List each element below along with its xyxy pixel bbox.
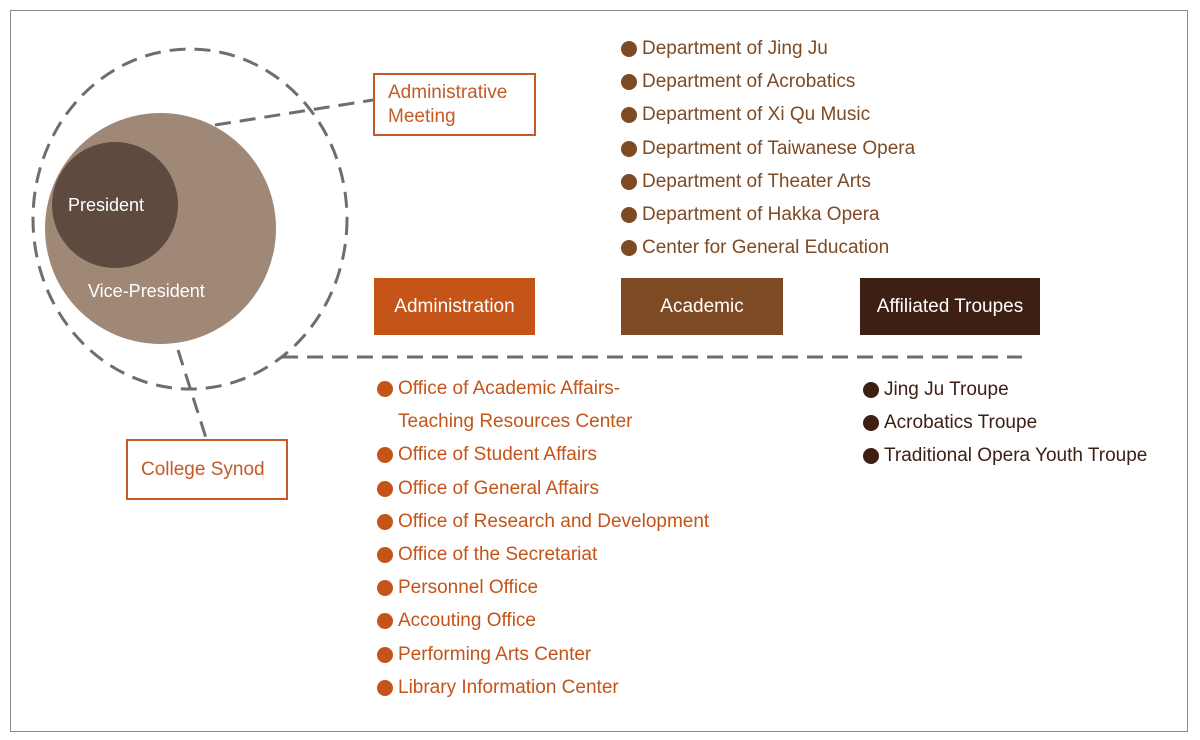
bullet-icon	[621, 140, 637, 157]
president-label: President	[68, 195, 145, 215]
list-item-label: Office of Research and Development	[398, 510, 710, 532]
bullet-icon	[377, 447, 393, 464]
list-item: Center for General Education	[621, 231, 915, 264]
list-item: Office of Research and Development	[377, 505, 709, 538]
bullet-icon	[621, 207, 637, 224]
list-item: Acrobatics Troupe	[863, 406, 1147, 439]
bullet-icon	[863, 415, 879, 432]
vice-president-label: Vice-President	[88, 281, 205, 301]
list-item-label: Traditional Opera Youth Troupe	[884, 445, 1148, 467]
bullet-icon	[377, 513, 393, 530]
bullet-icon	[863, 382, 879, 398]
list-item-label: Office of the Secretariat	[398, 544, 598, 566]
list-item: Office of the Secretariat	[377, 538, 709, 571]
academic-units-list: Department of Jing Ju Department of Acro…	[621, 32, 915, 264]
bullet-icon	[377, 679, 393, 696]
list-item: Department of Taiwanese Opera	[621, 132, 915, 165]
administration-units-list: Office of Academic Affairs- Teaching Res…	[377, 372, 709, 704]
list-item: Jing Ju Troupe	[863, 373, 1147, 406]
list-item: Department of Hakka Opera	[621, 198, 915, 231]
list-item-label: Performing Arts Center	[398, 643, 592, 665]
list-item: Office of Student Affairs	[377, 438, 709, 471]
academic-category: Academic	[621, 278, 783, 335]
list-item-label: Office of General Affairs	[398, 477, 600, 499]
list-item-label: Department of Acrobatics	[642, 71, 856, 93]
bullet-icon	[377, 547, 393, 564]
list-item: Performing Arts Center	[377, 638, 709, 671]
list-item-label: Accouting Office	[398, 610, 537, 632]
list-item: Personnel Office	[377, 571, 709, 604]
bullet-icon	[621, 107, 637, 124]
list-item: Traditional Opera Youth Troupe	[863, 439, 1147, 472]
list-item-label: Acrobatics Troupe	[884, 412, 1038, 434]
list-item-label: Office of Student Affairs	[398, 444, 597, 466]
list-item: Department of Xi Qu Music	[621, 98, 915, 131]
president-circle	[52, 142, 178, 268]
bullet-icon	[863, 448, 879, 465]
bullet-icon	[377, 646, 393, 663]
list-item: Accouting Office	[377, 604, 709, 637]
list-item-label: Personnel Office	[398, 577, 539, 599]
bullet-icon	[621, 74, 637, 91]
list-item-continuation: Teaching Resources Center	[377, 405, 709, 438]
list-item: Library Information Center	[377, 671, 709, 704]
bullet-icon	[621, 240, 637, 257]
administration-category: Administration	[374, 278, 535, 335]
troupes-list: Jing Ju Troupe Acrobatics Troupe Traditi…	[863, 373, 1147, 473]
list-item-label: Teaching Resources Center	[398, 411, 633, 433]
list-item-label: Department of Theater Arts	[642, 170, 871, 192]
list-item-label: Jing Ju Troupe	[884, 379, 1009, 400]
bullet-icon	[377, 580, 393, 597]
list-item-label: Office of Academic Affairs-	[398, 378, 621, 399]
list-item-label: Library Information Center	[398, 676, 619, 698]
administrative-meeting-box: Administrative Meeting	[373, 73, 536, 136]
list-item-label: Department of Taiwanese Opera	[642, 137, 916, 159]
bullet-icon	[377, 480, 393, 497]
affiliated-troupes-category: Affiliated Troupes	[860, 278, 1040, 335]
list-item: Office of Academic Affairs-	[377, 372, 709, 405]
list-item: Department of Jing Ju	[621, 32, 915, 65]
diagram-frame	[10, 10, 1188, 732]
list-item: Office of General Affairs	[377, 472, 709, 505]
connector-college-synod	[176, 349, 208, 439]
connector-admin-meeting	[214, 98, 374, 127]
list-item: Department of Theater Arts	[621, 165, 915, 198]
bullet-icon	[621, 173, 637, 190]
college-synod-box: College Synod	[126, 439, 288, 500]
list-item-label: Department of Hakka Opera	[642, 204, 880, 226]
bullet-icon	[621, 41, 637, 57]
list-item: Department of Acrobatics	[621, 65, 915, 98]
bullet-icon	[377, 613, 393, 630]
bullet-icon	[377, 381, 393, 397]
list-item-label: Department of Xi Qu Music	[642, 104, 871, 126]
list-item-label: Center for General Education	[642, 237, 890, 259]
list-item-label: Department of Jing Ju	[642, 38, 828, 59]
